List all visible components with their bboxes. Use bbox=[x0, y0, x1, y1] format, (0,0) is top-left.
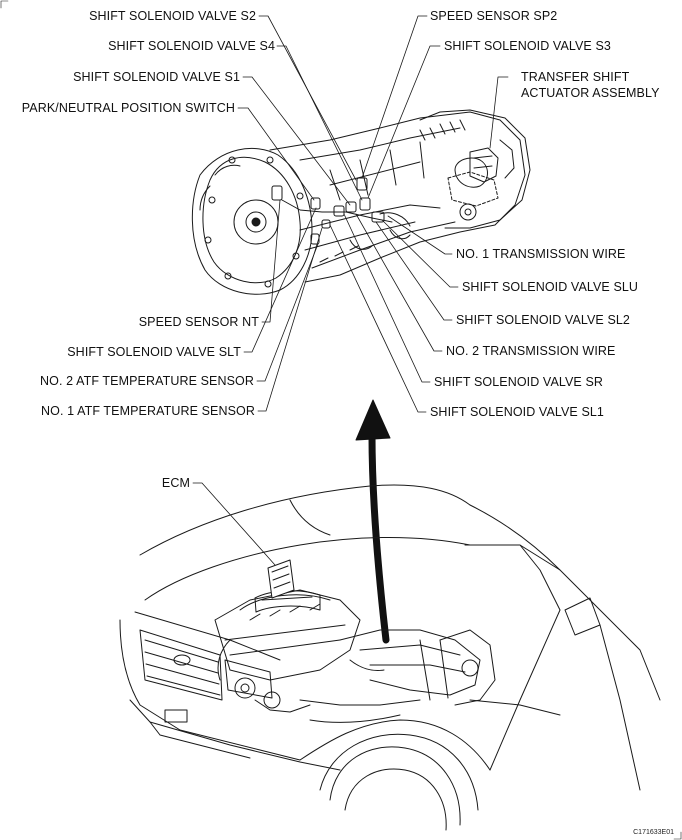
corner-mark bbox=[0, 0, 9, 9]
label-park-neutral-position-switch: PARK/NEUTRAL POSITION SWITCH bbox=[21, 101, 235, 115]
label-shift-solenoid-valve-s4: SHIFT SOLENOID VALVE S4 bbox=[108, 39, 275, 53]
label-speed-sensor-sp2: SPEED SENSOR SP2 bbox=[430, 9, 558, 23]
label-shift-solenoid-valve-slt: SHIFT SOLENOID VALVE SLT bbox=[67, 345, 241, 359]
label-shift-solenoid-valve-sl1: SHIFT SOLENOID VALVE SL1 bbox=[430, 405, 604, 419]
label-shift-solenoid-valve-sr: SHIFT SOLENOID VALVE SR bbox=[434, 375, 604, 389]
label-no1-transmission-wire: NO. 1 TRANSMISSION WIRE bbox=[456, 247, 626, 261]
label-shift-solenoid-valve-s1: SHIFT SOLENOID VALVE S1 bbox=[73, 70, 240, 84]
leader-lines bbox=[192, 15, 509, 566]
label-speed-sensor-nt: SPEED SENSOR NT bbox=[138, 315, 259, 329]
vehicle-illustration bbox=[119, 484, 661, 831]
figure-code: C171633E01 bbox=[633, 829, 674, 836]
label-shift-solenoid-valve-slu: SHIFT SOLENOID VALVE SLU bbox=[462, 280, 639, 294]
label-ecm: ECM bbox=[161, 476, 190, 490]
label-shift-solenoid-valve-s3: SHIFT SOLENOID VALVE S3 bbox=[444, 39, 611, 53]
transmission-assembly bbox=[191, 109, 531, 295]
label-transfer-shift-line1: TRANSFER SHIFT bbox=[521, 70, 630, 84]
corner-mark bbox=[673, 831, 682, 840]
label-no1-atf-temperature-sensor: NO. 1 ATF TEMPERATURE SENSOR bbox=[41, 404, 255, 418]
label-transfer-shift-line2: ACTUATOR ASSEMBLY bbox=[521, 86, 660, 100]
label-shift-solenoid-valve-sl2: SHIFT SOLENOID VALVE SL2 bbox=[456, 313, 630, 327]
label-shift-solenoid-valve-s2: SHIFT SOLENOID VALVE S2 bbox=[89, 9, 256, 23]
label-no2-transmission-wire: NO. 2 TRANSMISSION WIRE bbox=[446, 344, 616, 358]
location-arrow bbox=[355, 399, 391, 644]
label-no2-atf-temperature-sensor: NO. 2 ATF TEMPERATURE SENSOR bbox=[40, 374, 254, 388]
